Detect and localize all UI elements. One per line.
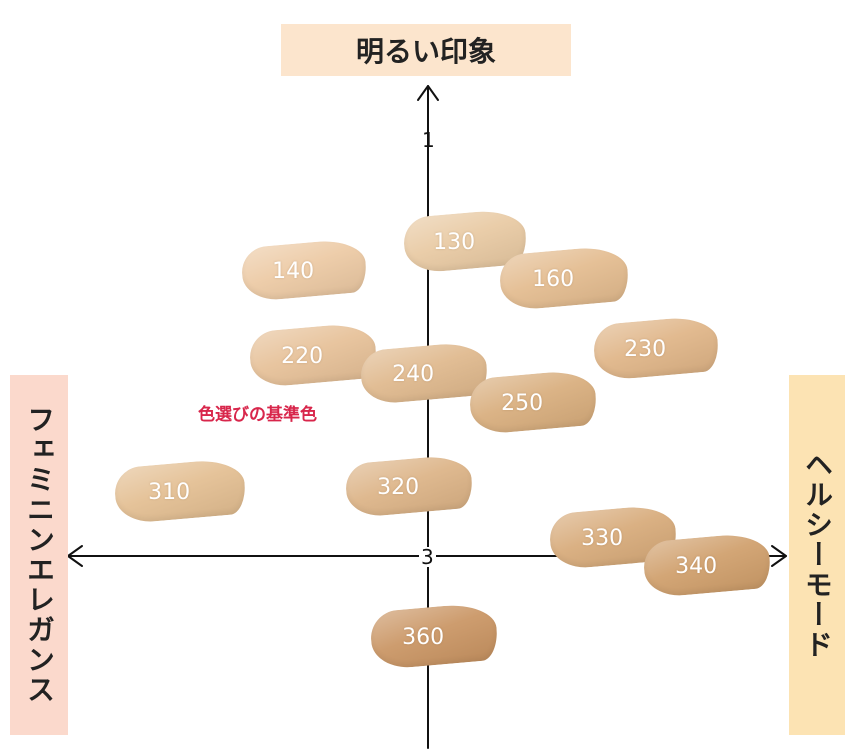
swatch-320: 320: [343, 453, 475, 519]
right-axis-label: ヘルシーモード: [789, 375, 845, 735]
swatch-360: 360: [368, 601, 500, 671]
left-axis-label-text: フェミニンエレガンス: [23, 405, 56, 705]
base-color-note: 色選びの基準色: [198, 405, 317, 425]
swatch-310: 310: [112, 457, 248, 525]
swatch-220: 220: [247, 321, 379, 389]
swatch-250: 250: [467, 368, 599, 436]
right-arrow-icon: [771, 545, 787, 567]
axis-tick-3: 3: [419, 545, 436, 569]
up-arrow-icon: [417, 85, 439, 101]
top-axis-label: 明るい印象: [281, 24, 571, 76]
right-axis-label-text: ヘルシーモード: [801, 450, 834, 660]
left-arrow-icon: [67, 545, 83, 567]
left-axis-label: フェミニンエレガンス: [10, 375, 68, 735]
swatch-340: 340: [641, 531, 773, 599]
swatch-140: 140: [239, 237, 369, 303]
swatch-160: 160: [497, 244, 631, 312]
swatch-240: 240: [358, 340, 490, 406]
swatch-230: 230: [591, 314, 721, 382]
axis-tick-1: 1: [422, 128, 435, 152]
